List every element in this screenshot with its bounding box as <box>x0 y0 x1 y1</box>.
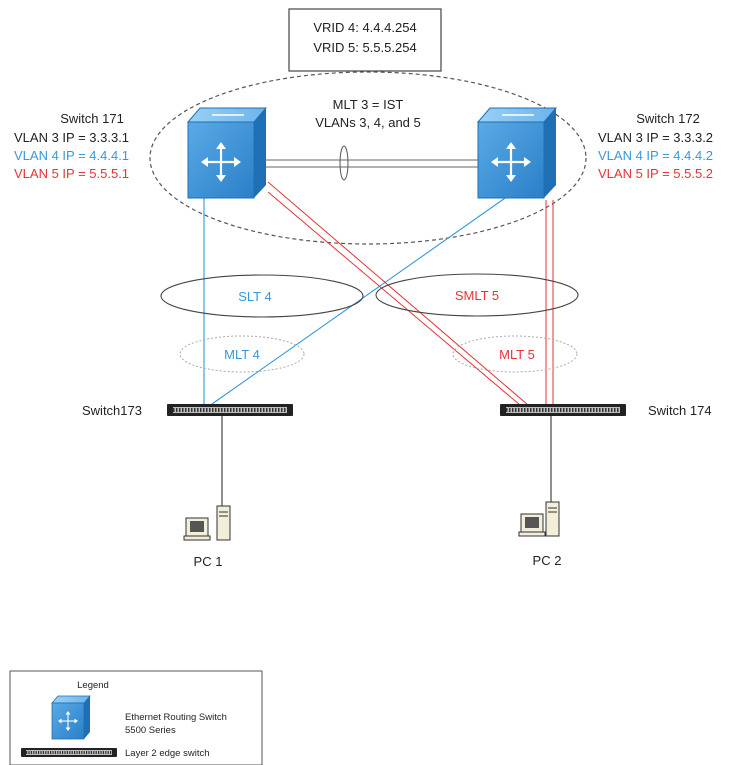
vrid5-label: VRID 5: 5.5.5.254 <box>313 40 416 55</box>
red-link-171-174-a <box>267 181 529 406</box>
switch-172-name: Switch 172 <box>636 111 700 126</box>
switch-174-name: Switch 174 <box>648 403 712 418</box>
switch-173-icon <box>167 404 293 416</box>
mlt5-label: MLT 5 <box>499 347 535 362</box>
mlt4-label: MLT 4 <box>224 347 260 362</box>
switch-172-vlan5: VLAN 5 IP = 5.5.5.2 <box>598 166 713 181</box>
switch-172-icon <box>476 107 558 199</box>
vrid4-label: VRID 4: 4.4.4.254 <box>313 20 416 35</box>
blue-link-172-173 <box>211 195 509 405</box>
pc2-label: PC 2 <box>533 553 562 568</box>
smlt5-label: SMLT 5 <box>455 288 499 303</box>
legend-edge-label: Layer 2 edge switch <box>125 748 210 759</box>
slt4-ellipse <box>160 274 364 318</box>
slt4-label: SLT 4 <box>238 289 271 304</box>
ist-trunk-ellipse <box>339 145 349 181</box>
links <box>203 159 554 506</box>
legend-routing-line1: Ethernet Routing Switch <box>125 712 227 723</box>
switch-172-labels: Switch 172 VLAN 3 IP = 3.3.3.2 VLAN 4 IP… <box>598 111 713 181</box>
legend-edge-switch-icon <box>21 748 117 757</box>
pc1-label: PC 1 <box>194 554 223 569</box>
switch-171-labels: Switch 171 VLAN 3 IP = 3.3.3.1 VLAN 4 IP… <box>14 111 129 181</box>
legend-box: Legend Ethernet Routing Switch 5500 Seri… <box>9 670 263 765</box>
switch-172-vlan3: VLAN 3 IP = 3.3.3.2 <box>598 130 713 145</box>
core-cluster-ellipse <box>149 71 587 245</box>
switch-172-vlan4: VLAN 4 IP = 4.4.4.2 <box>598 148 713 163</box>
switch-171-name: Switch 171 <box>60 111 124 126</box>
legend-routing-switch-icon <box>51 695 91 740</box>
switch-171-vlan3: VLAN 3 IP = 3.3.3.1 <box>14 130 129 145</box>
pc1-icon <box>183 505 231 541</box>
switch-173-name: Switch173 <box>82 403 142 418</box>
smlt5-ellipse <box>375 273 579 317</box>
switch-171-vlan4: VLAN 4 IP = 4.4.4.1 <box>14 148 129 163</box>
ist-vlans-label: VLANs 3, 4, and 5 <box>315 115 421 130</box>
legend-routing-line2: 5500 Series <box>125 725 176 736</box>
switch-171-icon <box>186 107 268 199</box>
mlt5-ellipse <box>452 335 578 373</box>
pc2-icon <box>518 501 560 537</box>
ist-label: MLT 3 = IST <box>333 97 404 112</box>
switch-171-vlan5: VLAN 5 IP = 5.5.5.1 <box>14 166 129 181</box>
switch-174-icon <box>500 404 626 416</box>
red-link-171-174-b <box>267 191 521 406</box>
vrid-box: VRID 4: 4.4.4.254 VRID 5: 5.5.5.254 <box>288 8 442 72</box>
mlt4-ellipse <box>179 335 305 373</box>
legend-title: Legend <box>77 680 109 691</box>
